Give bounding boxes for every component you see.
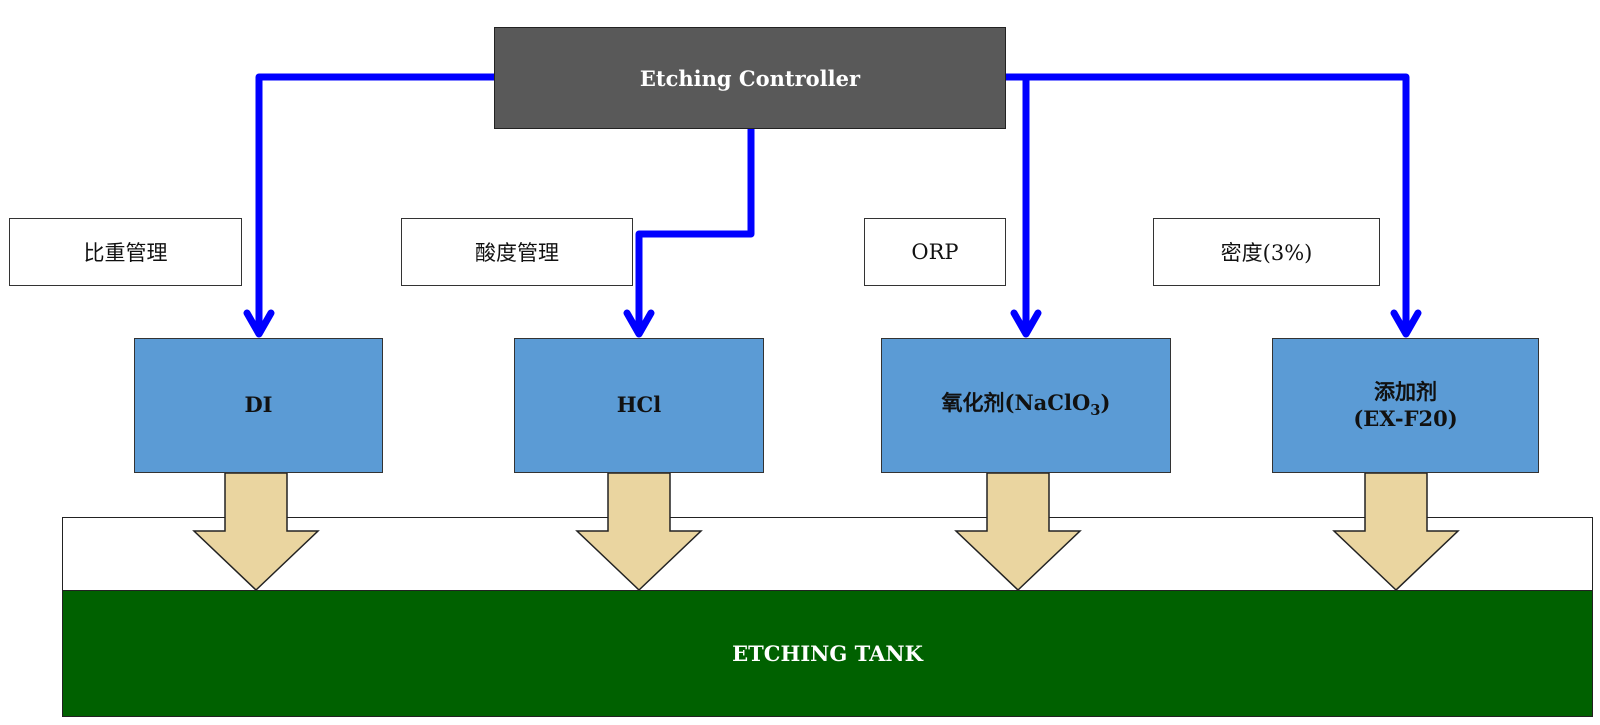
connector-to-oxidizer	[1002, 73, 1030, 335]
chemical-suffix: )	[1100, 390, 1111, 416]
tank-headspace	[62, 517, 1593, 591]
param-acidity: 酸度管理	[401, 218, 633, 286]
chemical-name: 氧化剂(NaClO	[941, 390, 1091, 416]
connector-to-additive	[1002, 73, 1410, 335]
chemical-oxidizer: 氧化剂(NaClO3)	[881, 338, 1171, 473]
tank-label: ETCHING TANK	[732, 641, 923, 666]
param-label: 比重管理	[83, 241, 168, 265]
controller-label: Etching Controller	[639, 65, 861, 91]
etching-tank: ETCHING TANK	[62, 590, 1593, 717]
connector-to-di	[255, 73, 498, 335]
chemical-label-line2: (EX-F20)	[1353, 405, 1458, 431]
chemical-hcl: HCl	[514, 338, 764, 473]
param-label: 密度(3%)	[1220, 241, 1313, 265]
chemical-label-line1: 添加剂	[1374, 379, 1437, 405]
param-label: ORP	[911, 240, 959, 264]
param-label: 酸度管理	[475, 241, 559, 265]
param-density: 密度(3%)	[1153, 218, 1380, 286]
chemical-label: DI	[244, 392, 273, 418]
param-specific-gravity: 比重管理	[9, 218, 242, 286]
param-orp: ORP	[864, 218, 1006, 286]
chemical-subscript: 3	[1090, 402, 1101, 420]
connector-to-hcl	[635, 125, 755, 335]
arrowhead-additive-icon	[1390, 309, 1422, 338]
arrowhead-hcl-icon	[623, 309, 655, 338]
etching-controller: Etching Controller	[494, 27, 1006, 129]
arrowhead-oxidizer-icon	[1010, 309, 1042, 338]
chemical-di: DI	[134, 338, 383, 473]
chemical-label: 氧化剂(NaClO3)	[942, 390, 1111, 421]
arrowhead-di-icon	[243, 309, 275, 338]
chemical-additive: 添加剂 (EX-F20)	[1272, 338, 1539, 473]
chemical-label: HCl	[616, 392, 662, 418]
